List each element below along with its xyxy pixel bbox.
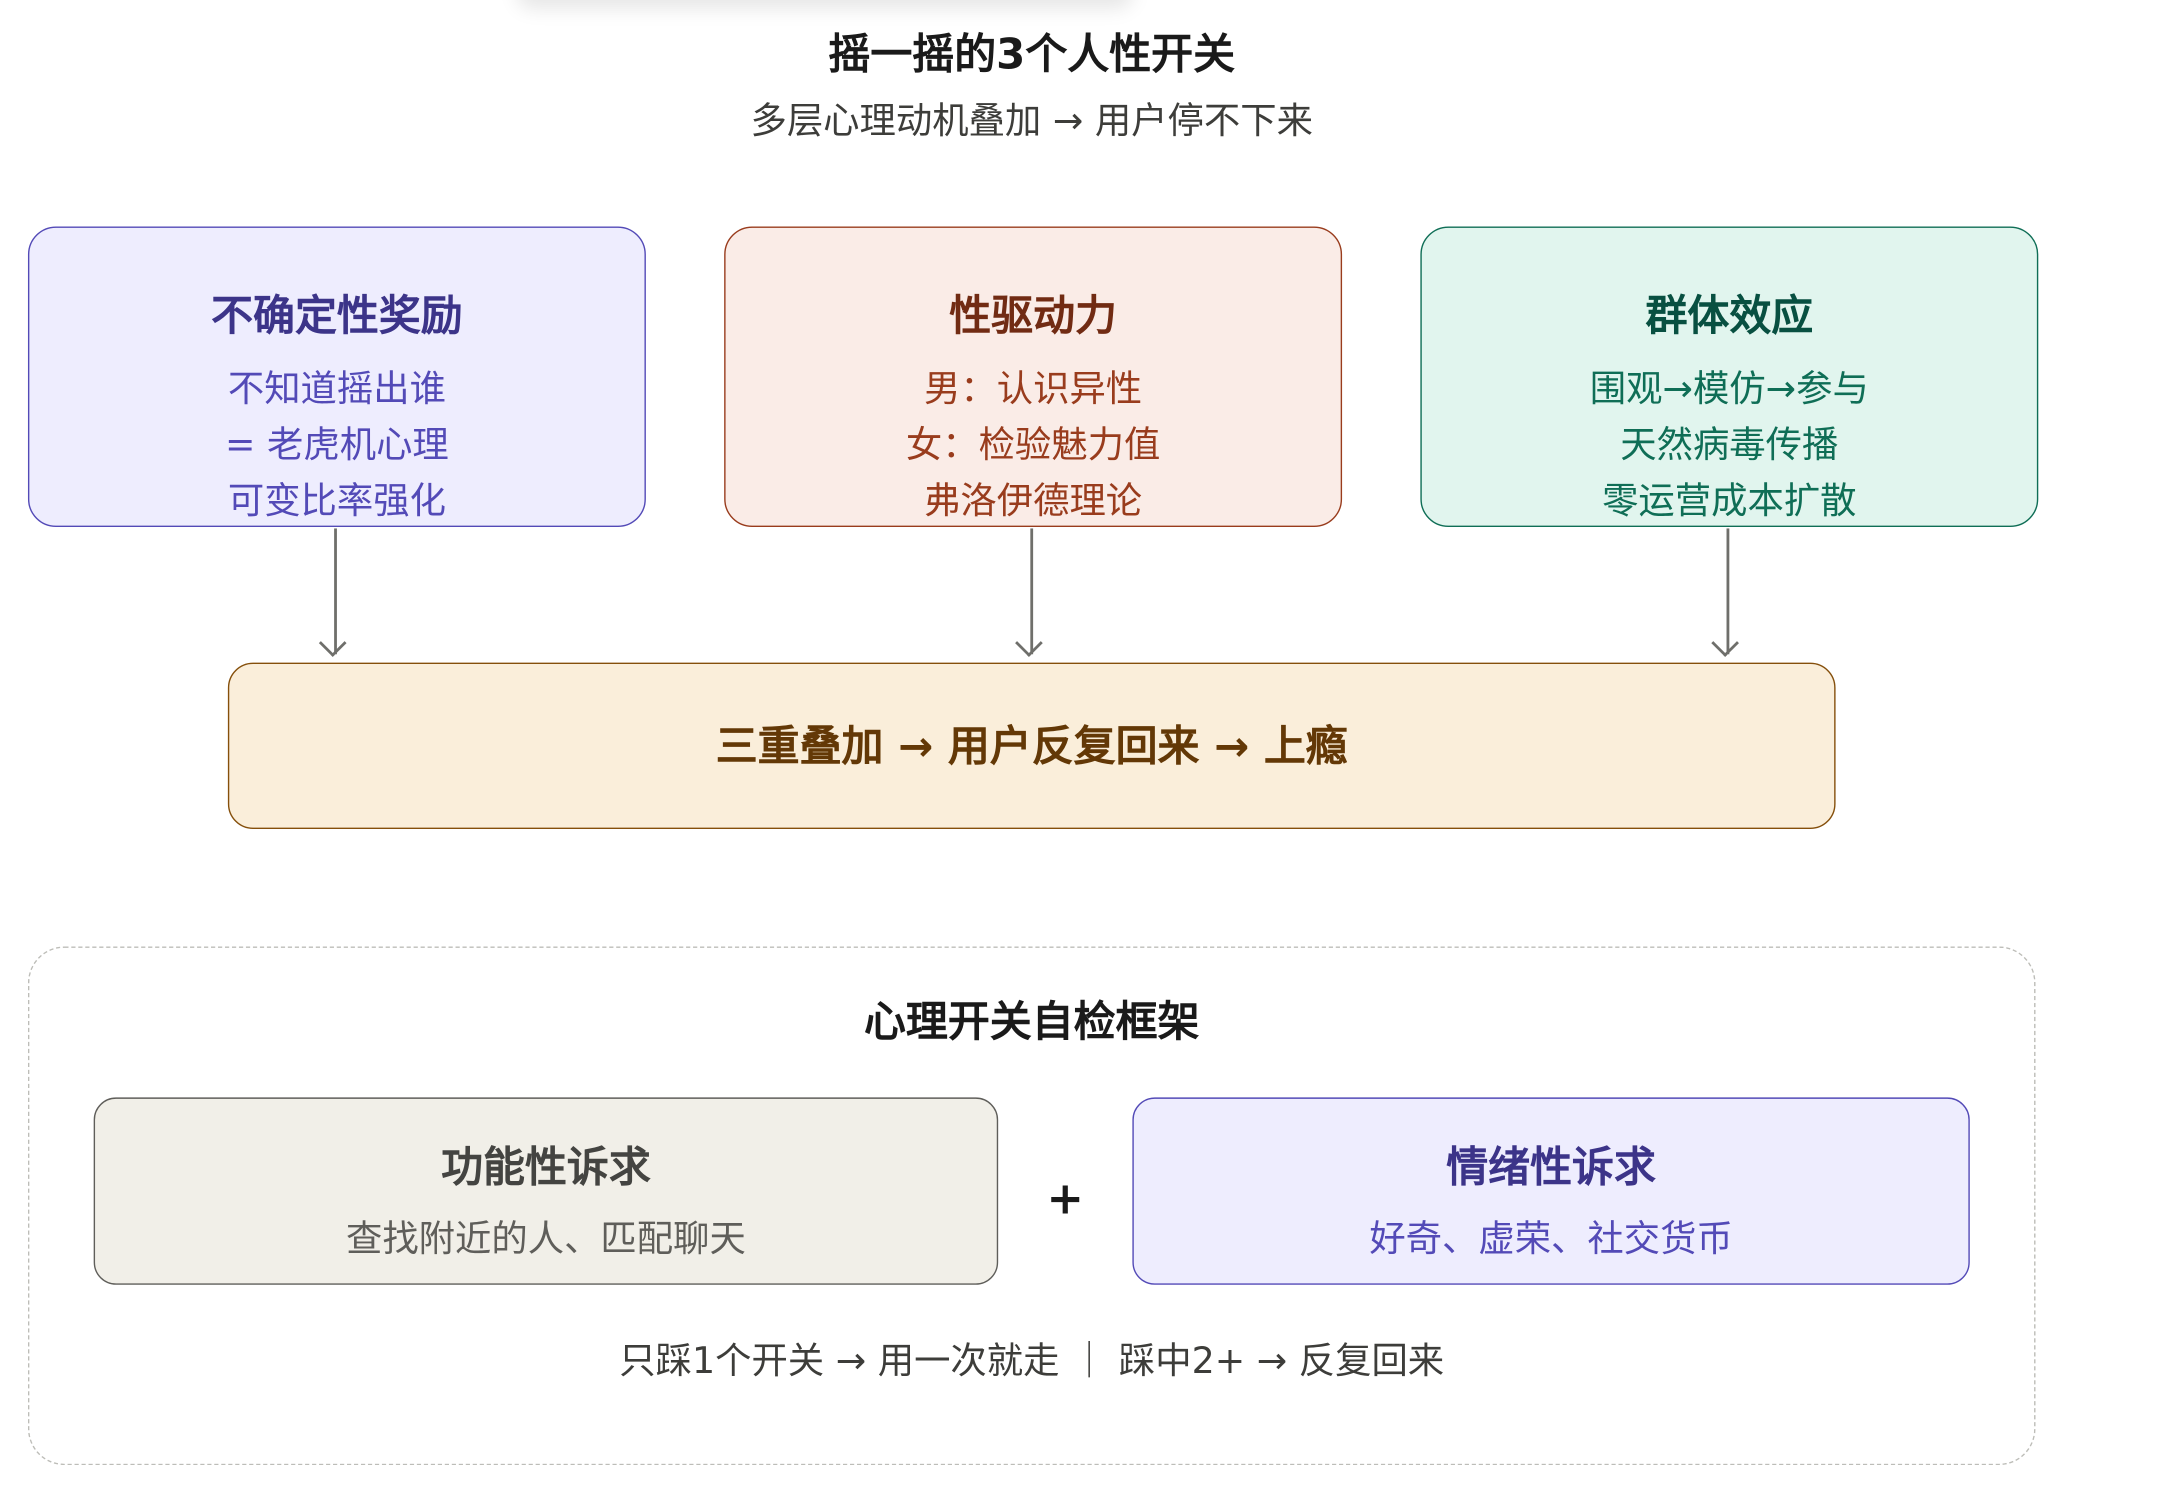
card-sex-drive: 性驱动力 男：认识异性 女：检验魅力值 弗洛伊德理论 [724,226,1343,528]
card-line: 弗洛伊德理论 [924,480,1143,523]
framework-footer: 只踩1个开关 → 用一次就走 ｜ 踩中2+ → 反复回来 [619,1340,1445,1383]
arrow-down-icon [1030,528,1034,655]
card-line: 围观→模仿→参与 [1589,369,1869,412]
card-group-effect: 群体效应 围观→模仿→参与 天然病毒传播 零运营成本扩散 [1420,226,2039,528]
card-line: 不知道摇出谁 [227,369,446,412]
box-title: 情绪性诉求 [1446,1143,1656,1193]
result-text: 三重叠加 → 用户反复回来 → 上瘾 [715,722,1348,772]
framework-title: 心理开关自检框架 [863,998,1200,1048]
card-line: 女：检验魅力值 [905,424,1161,467]
diagram-subtitle: 多层心理动机叠加 → 用户停不下来 [750,100,1313,143]
plus-sign: + [1046,1171,1085,1225]
emotional-need-box: 情绪性诉求 好奇、虚荣、社交货币 [1132,1097,1970,1285]
box-text: 好奇、虚荣、社交货币 [1369,1219,1733,1261]
card-line: 天然病毒传播 [1620,424,1839,467]
card-line: 男：认识异性 [924,369,1143,412]
card-line: 零运营成本扩散 [1602,480,1857,523]
card-line: 可变比率强化 [227,480,446,523]
result-box: 三重叠加 → 用户反复回来 → 上瘾 [227,662,1836,830]
framework-container [27,946,2036,1466]
card-uncertain-reward: 不确定性奖励 不知道摇出谁 = 老虎机心理 可变比率强化 [27,226,646,528]
arrow-down-icon [334,528,337,655]
functional-need-box: 功能性诉求 查找附近的人、匹配聊天 [93,1097,999,1285]
card-title: 不确定性奖励 [211,292,463,342]
card-title: 群体效应 [1645,292,1814,342]
box-title: 功能性诉求 [441,1143,651,1193]
card-title: 性驱动力 [949,292,1118,342]
diagram-title: 摇一摇的3个人性开关 [828,30,1236,80]
box-text: 查找附近的人、匹配聊天 [345,1219,746,1261]
card-line: = 老虎机心理 [225,424,449,467]
arrow-down-icon [1726,528,1730,655]
